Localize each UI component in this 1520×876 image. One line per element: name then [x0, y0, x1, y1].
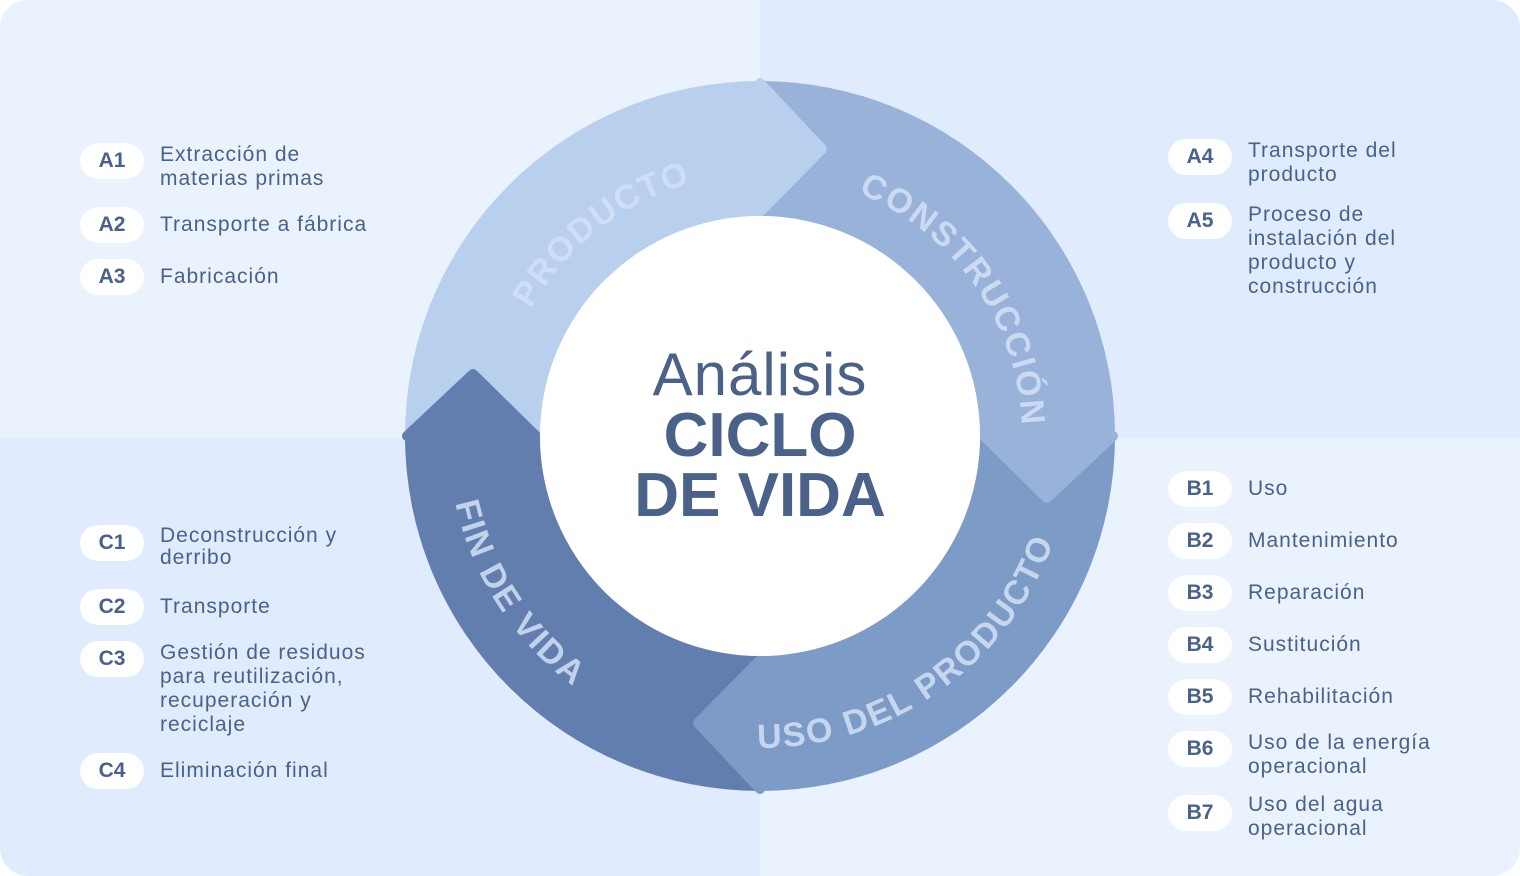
stage-badge: A3	[80, 259, 144, 295]
list-item-b7: B7 Uso del agua operacional	[1168, 793, 1384, 841]
list-item-b6: B6 Uso de la energía operacional	[1168, 731, 1431, 779]
list-item-c4: C4 Eliminación final	[80, 753, 329, 789]
ring-arrow-tip-fin-de-vida	[402, 369, 541, 441]
stage-badge: A1	[80, 143, 144, 179]
list-item-a3: A3 Fabricación	[80, 259, 280, 295]
stage-badge: B1	[1168, 471, 1232, 507]
stage-badge: A4	[1168, 139, 1232, 175]
stage-label: Eliminación final	[160, 759, 329, 782]
ring-segment-producto	[405, 81, 760, 436]
list-item-a4: A4 Transporte del producto	[1168, 139, 1397, 187]
stage-label: Proceso de instalación del producto y co…	[1248, 203, 1397, 298]
stage-badge: C4	[80, 753, 144, 789]
list-item-a1: A1 Extracción de materias primas	[80, 143, 324, 191]
center-circle	[540, 216, 980, 656]
stage-badge: C2	[80, 589, 144, 625]
stage-badge: B7	[1168, 795, 1232, 831]
ring-arrow-tip-uso-del-producto	[693, 655, 765, 794]
ring-segment-uso-del-producto	[760, 436, 1115, 791]
stage-badge: C3	[80, 641, 144, 677]
list-item-b5: B5 Rehabilitación	[1168, 679, 1394, 715]
stage-label: Reparación	[1248, 581, 1366, 604]
center-title-analisis: Análisis	[652, 341, 868, 408]
center-title-ciclo: CICLO	[663, 401, 857, 470]
stage-label: Sustitución	[1248, 633, 1362, 656]
list-item-b2: B2 Mantenimiento	[1168, 523, 1399, 559]
ring-segment-construccion	[760, 81, 1115, 436]
stage-label: Extracción de materias primas	[160, 143, 325, 190]
center-title-de-vida: DE VIDA	[634, 461, 886, 530]
stage-label: Uso	[1248, 477, 1289, 500]
list-item-b1: B1 Uso	[1168, 471, 1288, 507]
list-item-b4: B4 Sustitución	[1168, 627, 1362, 663]
stage-badge: B3	[1168, 575, 1232, 611]
stage-badge: B5	[1168, 679, 1232, 715]
ring-segment-fin-de-vida	[405, 436, 760, 791]
stage-label: Transporte del producto	[1248, 139, 1397, 186]
stage-badge: C1	[80, 525, 144, 561]
stage-label: Uso del agua operacional	[1248, 793, 1384, 840]
stage-label: Gestión de residuos para reutilización, …	[160, 641, 366, 736]
list-item-a2: A2 Transporte a fábrica	[80, 207, 367, 243]
stage-label: Fabricación	[160, 265, 280, 288]
list-item-c3: C3 Gestión de residuos para reutilizació…	[80, 641, 366, 737]
stage-label: Uso de la energía operacional	[1248, 731, 1431, 778]
stage-label: Mantenimiento	[1248, 529, 1399, 552]
stage-label: Rehabilitación	[1248, 685, 1394, 708]
stage-badge: B4	[1168, 627, 1232, 663]
stage-badge: B2	[1168, 523, 1232, 559]
ring-arrow-tip-producto	[755, 78, 827, 217]
list-item-c1: C1 Deconstrucción y derribo	[80, 525, 337, 569]
stage-label: Transporte	[160, 595, 271, 618]
list-item-a5: A5 Proceso de instalación del producto y…	[1168, 203, 1396, 299]
stage-badge: A5	[1168, 203, 1232, 239]
list-item-c2: C2 Transporte	[80, 589, 271, 625]
list-item-b3: B3 Reparación	[1168, 575, 1365, 611]
stage-label: Transporte a fábrica	[160, 213, 368, 236]
stage-badge: B6	[1168, 731, 1232, 767]
stage-label: Deconstrucción y derribo	[160, 524, 338, 569]
ring-arrow-tip-construccion	[979, 431, 1118, 503]
stage-badge: A2	[80, 207, 144, 243]
